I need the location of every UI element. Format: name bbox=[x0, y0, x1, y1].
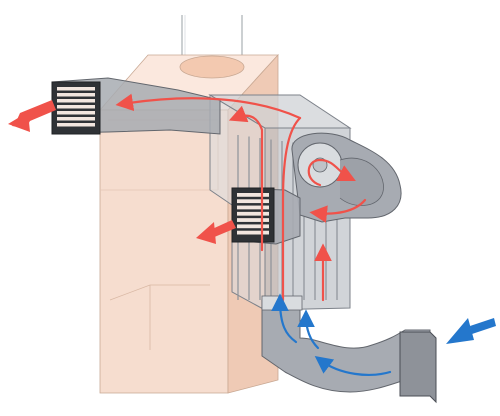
cold-air-intake-duct bbox=[261, 295, 437, 404]
grille-louvre bbox=[237, 205, 269, 210]
cold-air-inlet-arrow bbox=[446, 318, 496, 344]
grille-louvre bbox=[237, 193, 269, 197]
grille-louvre bbox=[57, 105, 95, 109]
grille-louvre bbox=[57, 99, 95, 103]
vent-grille-icon bbox=[57, 87, 95, 127]
hot-air-arrow-upper-outlet-head bbox=[8, 112, 30, 132]
hot-air-arrow-riser-left bbox=[228, 105, 264, 252]
hot-air-arrow-riser-mid bbox=[281, 116, 302, 302]
vent-grille-icon bbox=[237, 193, 269, 235]
cold-air-flow bbox=[271, 293, 392, 376]
grille-louvre bbox=[237, 199, 269, 204]
cold-air-arrow-left-riser bbox=[271, 293, 298, 344]
cold-air-arrow-inlet bbox=[470, 318, 496, 334]
grille-louvre bbox=[57, 111, 95, 115]
grille-louvre bbox=[237, 224, 269, 229]
hot-air-arrow-middle-outlet-head bbox=[196, 222, 216, 244]
hot-air-arrow-middle-outlet bbox=[210, 220, 236, 238]
middle-supply-grille bbox=[231, 187, 301, 245]
cold-air-arrow-inlet-head bbox=[446, 318, 474, 344]
grille-louvre bbox=[237, 218, 269, 222]
cold-air-arrow-right-riser bbox=[297, 309, 320, 350]
hot-air-flow bbox=[115, 93, 367, 302]
blower-fan bbox=[291, 132, 402, 223]
hot-air-arrow-fan-swirl bbox=[307, 158, 356, 187]
hot-air-arrow-fan-out bbox=[309, 198, 367, 223]
grille-louvre bbox=[57, 93, 95, 97]
grille-louvre bbox=[237, 230, 269, 235]
cold-air-arrow-duct bbox=[314, 356, 392, 376]
grille-louvre bbox=[57, 87, 95, 91]
grille-louvre bbox=[237, 211, 269, 216]
upper-supply-grille bbox=[51, 77, 221, 135]
grille-louvre bbox=[57, 117, 95, 121]
hot-air-arrow-top-loop bbox=[115, 93, 302, 120]
hot-air-outlet-arrows bbox=[8, 100, 236, 244]
grille-louvre bbox=[57, 123, 95, 127]
